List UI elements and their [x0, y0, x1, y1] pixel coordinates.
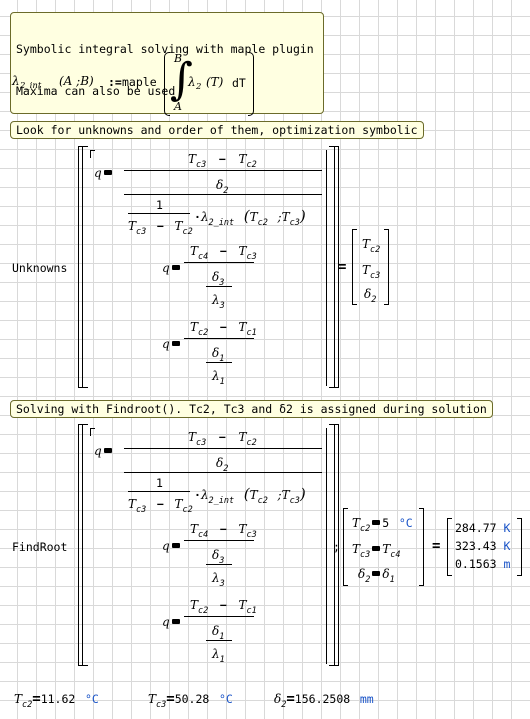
- def-maple-keyword: maple: [122, 75, 157, 89]
- def-func-name: λ: [12, 74, 20, 88]
- eq2-lhs: q: [162, 257, 182, 276]
- system-column-right: [326, 428, 327, 664]
- eq3-lhs: q: [162, 611, 182, 630]
- eq1-lhs: q: [94, 440, 114, 459]
- def-func-sub: 2_int: [20, 81, 42, 91]
- assign-icon: [103, 170, 112, 175]
- integrand-dt: dT: [232, 76, 246, 90]
- unknown-delta2: δ2: [364, 287, 377, 305]
- guess-bracket-left: [343, 508, 348, 586]
- eq3-rhs: Tc2 − Tc1 δ1 λ1: [184, 314, 257, 387]
- system-bracket-left-outer: [78, 424, 79, 666]
- result-bracket-left: [352, 229, 357, 305]
- assign-icon: [171, 619, 180, 624]
- def-args: (A ;B): [59, 74, 94, 88]
- unknowns-system[interactable]: q Tc3 − Tc2 δ2 1 Tc3 − Tc2 ·λ2_int (Tc2 …: [78, 146, 340, 390]
- unknowns-note[interactable]: Look for unknowns and order of them, opt…: [10, 121, 424, 139]
- intro-note-line2: Maxima can also be used: [16, 84, 176, 98]
- system-bracket-right-outer: [338, 424, 339, 666]
- findroot-result-bracket-right: [517, 518, 522, 576]
- assign-icon: [171, 341, 180, 346]
- tc3-result[interactable]: Tc3=50.28 °C: [148, 691, 233, 710]
- def-paren-left: [164, 52, 170, 116]
- system-bracket-right-inner: [334, 424, 335, 666]
- eq1-lhs: q: [94, 162, 114, 181]
- assign-icon: [103, 448, 112, 453]
- guess-bracket-right: [419, 508, 424, 586]
- intro-note[interactable]: Symbolic integral solving with maple plu…: [10, 12, 324, 114]
- delta2-result[interactable]: δ2=156.2508 mm: [274, 691, 374, 710]
- lambda-int-definition[interactable]: λ 2_int (A ;B) := maple ∫ B A λ 2 (T) dT: [12, 50, 262, 118]
- unknowns-equals: =: [338, 259, 347, 275]
- findroot-label: FindRoot: [12, 540, 68, 554]
- findroot-system[interactable]: q Tc3 − Tc2 δ2 1 Tc3 − Tc2 ·λ2_int (Tc2 …: [78, 424, 340, 668]
- unknowns-label: Unknowns: [12, 261, 68, 275]
- unknown-tc3: Tc3: [362, 263, 381, 281]
- integral-lower-limit: A: [174, 100, 182, 113]
- integrand-lambda: λ: [188, 75, 196, 89]
- unknown-tc2: Tc2: [362, 237, 381, 255]
- eq1-rhs: Tc3 − Tc2 δ2 1 Tc3 − Tc2 ·λ2_int (Tc2 ;T…: [124, 146, 322, 237]
- integral-upper-limit: B: [174, 52, 183, 65]
- intro-note-line1: Symbolic integral solving with maple plu…: [16, 42, 314, 56]
- findroot-result-vector[interactable]: 284.77 K 323.43 K 0.1563 m: [447, 518, 523, 576]
- system-bracket-left-inner: [82, 424, 83, 666]
- findroot-equals: =: [432, 538, 441, 554]
- eq1-rhs: Tc3 − Tc2 δ2 1 Tc3 − Tc2 ·λ2_int (Tc2 ;T…: [124, 424, 322, 515]
- integral-sign-icon: ∫: [170, 54, 193, 105]
- eq2-rhs: Tc4 − Tc3 δ3 λ3: [184, 516, 257, 589]
- system-bracket-right-inner: [334, 146, 335, 388]
- system-column-right: [326, 150, 327, 386]
- def-assign-operator: :=: [108, 75, 122, 89]
- findroot-result-delta2: 0.1563 m: [455, 557, 511, 571]
- eq2-rhs: Tc4 − Tc3 δ3 λ3: [184, 238, 257, 311]
- assign-icon: [171, 543, 180, 548]
- eq3-rhs: Tc2 − Tc1 δ1 λ1: [184, 592, 257, 665]
- system-bracket-right-outer: [338, 146, 339, 388]
- tc2-result[interactable]: Tc2=11.62 °C: [14, 691, 99, 710]
- assign-icon: [372, 571, 381, 576]
- eq2-lhs: q: [162, 535, 182, 554]
- findroot-result-bracket-left: [447, 518, 452, 576]
- unknowns-result-vector[interactable]: Tc2 Tc3 δ2: [352, 229, 390, 305]
- system-bracket-left-inner: [82, 146, 83, 388]
- assign-icon: [171, 265, 180, 270]
- assign-icon: [372, 546, 381, 551]
- system-bracket-left-top-tick: [90, 150, 91, 158]
- eq3-lhs: q: [162, 333, 182, 352]
- system-bracket-left-outer: [78, 146, 79, 388]
- integrand-sub: 2: [196, 82, 202, 92]
- assign-icon: [372, 520, 381, 525]
- findroot-result-tc3: 323.43 K: [455, 539, 511, 553]
- def-paren-right: [248, 52, 254, 116]
- findroot-result-tc2: 284.77 K: [455, 521, 511, 535]
- findroot-note[interactable]: Solving with Findroot(). Tc2, Tc3 and δ2…: [10, 400, 493, 418]
- integrand-arg: (T): [206, 75, 224, 89]
- result-bracket-right: [384, 229, 389, 305]
- system-bracket-left-top-tick: [90, 428, 91, 436]
- findroot-semicolon: ;: [333, 540, 340, 554]
